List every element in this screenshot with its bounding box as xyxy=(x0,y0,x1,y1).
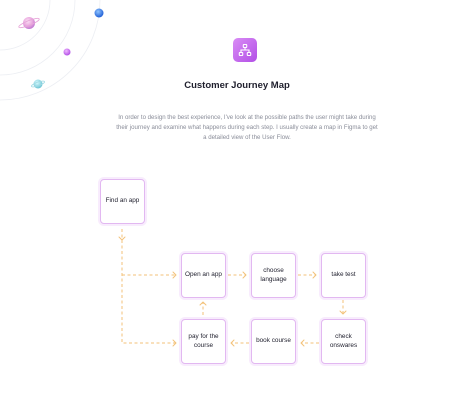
arrowhead-icon xyxy=(312,271,317,279)
arrowhead-icon xyxy=(230,339,235,347)
connector-find-down-arrow xyxy=(118,229,126,241)
node-check-answers: check onswares xyxy=(321,319,366,364)
page-title: Customer Journey Map xyxy=(184,80,290,91)
node-find-app: Find an app xyxy=(100,179,145,224)
teal-planet-icon xyxy=(30,79,46,89)
connector-pay-to-open xyxy=(122,271,177,279)
node-book-course: book course xyxy=(251,319,296,364)
connector-open-to-language xyxy=(228,271,247,279)
connector-test-to-check xyxy=(339,300,347,315)
node-label: take test xyxy=(331,271,356,279)
connector-find-to-pay xyxy=(121,229,177,347)
flow-chart-icon xyxy=(233,38,257,62)
node-label: Find an app xyxy=(105,197,140,205)
node-label: choose language xyxy=(260,267,287,283)
blue-planet-icon xyxy=(94,8,104,18)
connector-language-to-test xyxy=(298,271,317,279)
node-take-test: take test xyxy=(321,253,366,298)
arrowhead-icon xyxy=(242,271,247,279)
node-open-app: Open an app xyxy=(181,253,226,298)
section-description: In order to design the best experience, … xyxy=(116,114,378,141)
arrowhead-icon xyxy=(172,271,177,279)
node-label: book course xyxy=(256,337,291,345)
purple-moon-icon xyxy=(63,48,71,56)
connector-check-to-book xyxy=(300,339,319,347)
arrowhead-icon xyxy=(339,310,347,315)
connector-pay-up-arrow xyxy=(199,301,207,315)
connector-book-to-pay xyxy=(230,339,249,347)
node-label: check onswares xyxy=(329,333,358,349)
arrowhead-icon xyxy=(300,339,305,347)
pink-planet-icon xyxy=(18,17,40,29)
node-pay-course: pay for the course xyxy=(181,319,226,364)
arrowhead-icon xyxy=(172,339,177,347)
connector-line xyxy=(121,229,176,344)
node-label: pay for the course xyxy=(188,333,219,349)
arrowhead-icon xyxy=(199,301,207,306)
arrowhead-icon xyxy=(118,236,126,241)
node-label: Open an app xyxy=(185,271,222,279)
node-choose-language: choose language xyxy=(251,253,296,298)
